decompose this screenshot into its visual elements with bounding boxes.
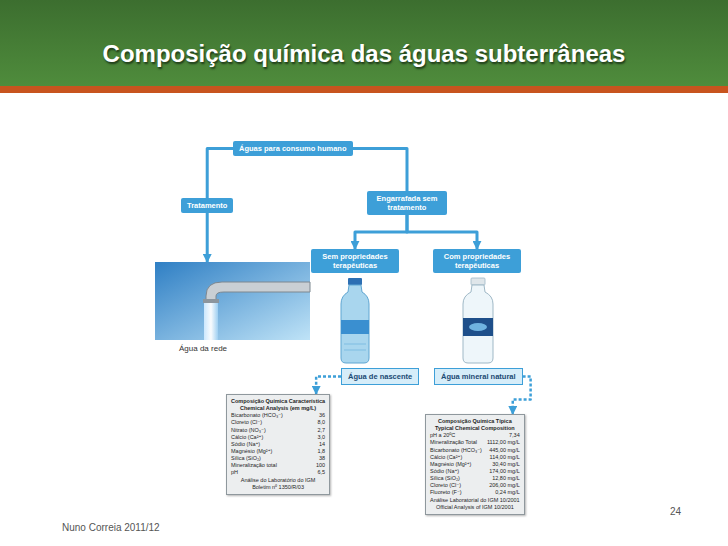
box-label: Sem propriedades terapêuticas <box>317 252 393 270</box>
table-cell-name: pH a 20ºC <box>430 432 482 439</box>
analysis-table: Composição Química TípicaTypical Chemica… <box>425 414 525 515</box>
table-note: Análise do Laboratório do IGM <box>231 477 325 484</box>
table-cell-value: 174,00 mg/L <box>487 468 520 475</box>
table-cell-value: 100 <box>302 462 325 469</box>
footer-author: Nuno Correia 2011/12 <box>62 522 160 533</box>
table-cell-name: Sílica (SiO₂) <box>231 455 297 462</box>
box-label: Engarrafada sem tratamento <box>373 194 441 212</box>
table-cell-name: Cálcio (Ca²⁺) <box>430 454 482 461</box>
flow-connector <box>353 149 407 192</box>
box-label: Água mineral natural <box>441 372 516 381</box>
table-cell-value: 6,5 <box>302 469 325 476</box>
table-cell-name: Mineralização Total <box>430 439 482 446</box>
table-cell-name: Sílica (SiO₂) <box>430 475 482 482</box>
flow-connector <box>407 215 477 249</box>
water-type-box: Água de nascente <box>341 368 419 385</box>
box-label: Água de nascente <box>348 372 412 381</box>
accent-stripe <box>0 86 728 93</box>
table-cell-name: Cloreto (Cl⁻) <box>430 482 482 489</box>
mineral-water-bottle <box>463 278 493 363</box>
spring-water-bottle <box>341 278 369 363</box>
box-label: Água da rede <box>179 344 310 353</box>
table-cell-name: pH <box>231 469 297 476</box>
table-cell-value: 7,34 <box>487 432 520 439</box>
table-cell-name: Nitrato (NO₃⁻) <box>231 427 297 434</box>
table-cell-name: Mineralização total <box>231 462 297 469</box>
table-cell-name: Sódio (Na⁺) <box>430 468 482 475</box>
category-box: Sem propriedades terapêuticas <box>311 249 399 273</box>
table-cell-value: 445,00 mg/L <box>487 447 520 454</box>
process-box: Engarrafada sem tratamento <box>367 191 447 215</box>
table-cell-value: 12,80 mg/L <box>487 475 520 482</box>
table-heading: Typical Chemical Composition <box>430 425 520 432</box>
table-heading: Composição Química Típica <box>430 418 520 425</box>
process-box: Tratamento <box>181 198 233 213</box>
table-cell-name: Bicarbonato (HCO₃⁻) <box>231 412 297 419</box>
slide-title: Composição química das águas subterrânea… <box>0 39 728 69</box>
table-cell-value: 14 <box>302 441 325 448</box>
table-cell-value: 0,24 mg/L <box>487 489 520 496</box>
table-note: Official Analysis of IGM 10/2001 <box>430 504 520 511</box>
flow-connector <box>355 215 407 249</box>
photo-box: Água da rede <box>155 262 310 353</box>
dashed-arrow <box>316 377 341 395</box>
table-heading: Composição Química Característica <box>231 398 325 405</box>
flow-connector <box>207 149 233 199</box>
table-cell-name: Sódio (Na⁺) <box>231 441 297 448</box>
flow-connector <box>206 213 209 262</box>
box-label: Águas para consumo humano <box>239 144 347 153</box>
table-cell-value: 206,00 mg/L <box>487 482 520 489</box>
table-cell-value: 8,0 <box>302 419 325 426</box>
table-cell-value: 1,8 <box>302 448 325 455</box>
table-cell-value: 38 <box>302 455 325 462</box>
table-cell-name: Cálcio (Ca²⁺) <box>231 434 297 441</box>
page-number: 24 <box>670 506 681 517</box>
box-label: Tratamento <box>187 201 227 210</box>
title-bar <box>0 0 728 86</box>
table-cell-name: Magnésio (Mg²⁺) <box>231 448 297 455</box>
table-cell-value: 36 <box>302 412 325 419</box>
table-cell-value: 114,00 mg/L <box>487 454 520 461</box>
category-box: Com propriedades terapêuticas <box>433 249 521 273</box>
table-cell-name: Fluoreto (F⁻) <box>430 489 482 496</box>
table-heading: Chemical Analysis (em mg/L) <box>231 405 325 412</box>
water-type-box: Água mineral natural <box>434 368 523 385</box>
category-box: Águas para consumo humano <box>233 141 353 156</box>
table-note: Análise Laboratorial do IGM 10/2001 <box>430 497 520 504</box>
table-cell-value: 2,7 <box>302 427 325 434</box>
tap-photo <box>155 262 310 340</box>
box-label: Com propriedades terapêuticas <box>439 252 515 270</box>
table-cell-name: Bicarbonato (HCO₃⁻) <box>430 447 482 454</box>
analysis-table: Composição Química CaracterísticaChemica… <box>226 394 330 495</box>
table-cell-value: 1112,00 mg/L <box>487 439 520 446</box>
table-note: Boletim nº 1350/R/03 <box>231 484 325 491</box>
table-cell-name: Magnésio (Mg²⁺) <box>430 461 482 468</box>
table-cell-value: 3,0 <box>302 434 325 441</box>
table-cell-value: 30,40 mg/L <box>487 461 520 468</box>
table-cell-name: Cloreto (Cl⁻) <box>231 419 297 426</box>
